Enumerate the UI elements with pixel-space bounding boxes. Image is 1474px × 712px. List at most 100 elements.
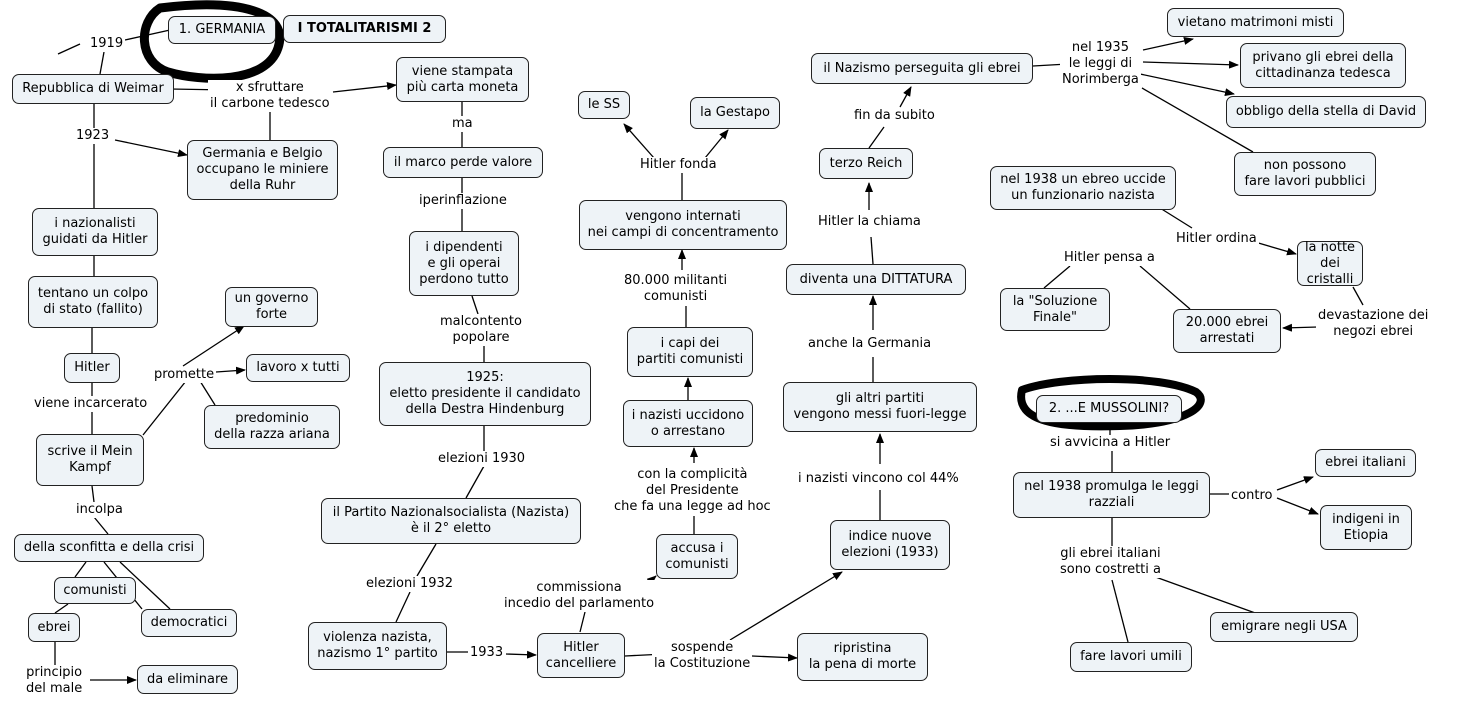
label-1933: 1933 [468, 645, 506, 661]
node-fuorilegge: gli altri partiti vengono messi fuori-le… [783, 382, 977, 432]
node-elezioni1933: indice nuove elezioni (1933) [830, 520, 950, 570]
connector [1149, 574, 1259, 615]
connector [114, 139, 188, 158]
node-lavori-umili: fare lavori umili [1070, 642, 1192, 672]
connector [1159, 207, 1193, 229]
node-violenza: violenza nazista, nazismo 1° partito [308, 622, 447, 670]
label-promette: promette [152, 367, 217, 383]
node-emigrare: emigrare negli USA [1210, 612, 1358, 642]
connector [99, 51, 105, 75]
connector [395, 591, 411, 623]
label-iperinflazione: iperinflazione [417, 193, 509, 209]
connector [142, 380, 187, 436]
connector [1141, 87, 1254, 153]
connector [870, 236, 874, 265]
node-ebrei: ebrei [28, 613, 80, 642]
connector [91, 485, 95, 503]
connector [215, 366, 246, 375]
node-gestapo: la Gestapo [690, 97, 780, 129]
label-incolpa: incolpa [74, 502, 125, 518]
node-arrestati: 20.000 ebrei arrestati [1173, 309, 1281, 353]
node-dipendenti: i dipendenti e gli operai perdono tutto [409, 231, 519, 296]
node-cittadinanza: privano gli ebrei della cittadinanza ted… [1240, 43, 1406, 88]
node-cancelliere: Hitler cancelliere [537, 633, 625, 678]
node-matrimoni: vietano matrimoni misti [1167, 8, 1344, 37]
node-hitler: Hitler [64, 353, 120, 383]
node-nationalists: i nazionalisti guidati da Hitler [32, 208, 158, 256]
label-fin-da-subito: fin da subito [852, 108, 937, 124]
node-dittatura: diventa una DITTATURA [786, 264, 966, 295]
connector [505, 650, 537, 659]
node-stella: obbligo della stella di David [1226, 96, 1426, 128]
node-meinkampf: scrive il Mein Kampf [36, 434, 144, 486]
connector [93, 516, 109, 535]
label-costretti: gli ebrei italiani sono costretti a [1058, 546, 1163, 578]
node-notte-cristalli: la notte dei cristalli [1297, 240, 1363, 287]
node-sconfitta: della sconfitta e della crisi [14, 534, 204, 562]
label-principio: principio del male [24, 665, 85, 697]
node-partito-nazista: il Partito Nazionalsocialista (Nazista) … [321, 498, 581, 544]
label-chiama: Hitler la chiama [816, 214, 923, 230]
label-elezioni1932: elezioni 1932 [364, 576, 456, 592]
node-comunisti: comunisti [54, 577, 136, 604]
connector [1282, 323, 1319, 332]
connector [465, 465, 485, 499]
label-1923: 1923 [74, 128, 112, 144]
label-sfruttare: x sfruttare il carbone tedesco [208, 80, 332, 112]
connector [1139, 73, 1235, 97]
connector [54, 603, 69, 614]
connector [1142, 60, 1239, 69]
node-etiopia: indigeni in Etiopia [1320, 505, 1412, 550]
node-democratici: democratici [141, 609, 237, 637]
node-capi: i capi dei partiti comunisti [627, 327, 753, 377]
label-malcontento: malcontento popolare [438, 314, 524, 346]
node-lavori-pubblici: non possono fare lavori pubblici [1234, 152, 1376, 196]
node-cartamoneta: viene stampata più carta moneta [396, 57, 529, 102]
node-weimar: Repubblica di Weimar [12, 74, 174, 104]
connector [1139, 265, 1191, 310]
node-accusa: accusa i comunisti [656, 534, 738, 579]
section-germany: 1. GERMANIA [168, 16, 276, 44]
node-predominio: predominio della razza ariana [204, 405, 340, 449]
map-title: I TOTALITARISMI 2 [283, 15, 446, 43]
connector [471, 295, 479, 315]
node-soluzione: la "Soluzione Finale" [1000, 288, 1110, 331]
node-uccidono: i nazisti uccidono o arrestano [623, 400, 753, 447]
node-governo-forte: un governo forte [225, 287, 318, 327]
node-terzo-reich: terzo Reich [819, 148, 913, 179]
node-lavoro: lavoro x tutti [246, 354, 350, 382]
label-1919: 1919 [88, 36, 126, 52]
connector [182, 325, 245, 367]
connector [1254, 241, 1297, 256]
label-hitler-fonda: Hitler fonda [638, 157, 719, 173]
label-norimberga: nel 1935 le leggi di Norimberga [1060, 40, 1141, 88]
connector [57, 43, 81, 55]
connector [751, 653, 798, 662]
connector [729, 571, 843, 641]
connector [1276, 497, 1319, 515]
node-pena-morte: ripristina la pena di morte [797, 633, 928, 681]
connector [899, 86, 912, 108]
label-militanti: 80.000 militanti comunisti [622, 273, 730, 305]
connector [1352, 286, 1364, 306]
node-eliminare: da eliminare [137, 665, 238, 694]
highlight-ring-germany [140, 0, 285, 83]
label-complicita: con la complicità del Presidente che fa … [612, 467, 773, 515]
node-perseguita: il Nazismo perseguita gli ebrei [811, 53, 1033, 84]
label-vincono: i nazisti vincono col 44% [796, 471, 961, 487]
connector [623, 123, 655, 159]
label-ordina: Hitler ordina [1174, 231, 1259, 247]
connector [416, 543, 437, 577]
connector [119, 561, 171, 610]
node-leggi-razziali: nel 1938 promulga le leggi razziali [1013, 472, 1210, 518]
label-pensa: Hitler pensa a [1062, 250, 1157, 266]
label-commissiona: commissiona incedio del parlamento [502, 580, 657, 612]
connector [579, 611, 586, 633]
label-elezioni1930: elezioni 1930 [436, 451, 528, 467]
node-ruhr: Germania e Belgio occupano le miniere de… [187, 140, 338, 200]
connector [704, 129, 729, 159]
label-ma: ma [450, 116, 475, 132]
label-sospende: sospende la Costituzione [652, 640, 753, 672]
